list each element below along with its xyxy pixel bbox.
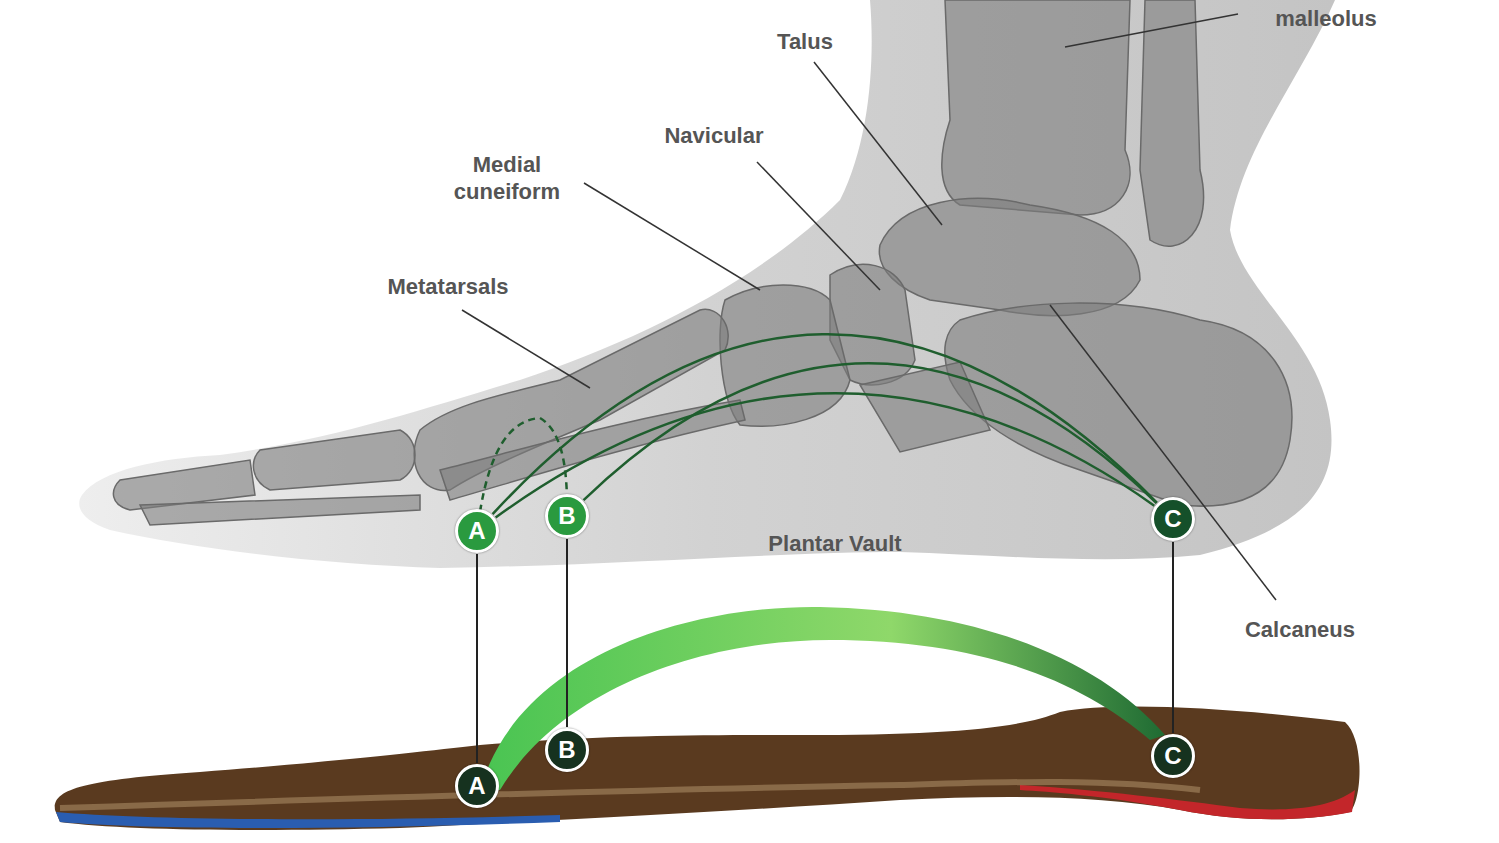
part-label: Plantar Vault (768, 530, 901, 557)
point-letter: A (468, 773, 485, 799)
projection-line (1172, 542, 1174, 733)
part-label: Navicular (664, 122, 763, 149)
foot-bones (113, 0, 1291, 525)
projection-line (476, 554, 478, 763)
arch-line (496, 393, 1155, 517)
part-label: Metatarsals (387, 273, 508, 300)
part-label: Calcaneus (1245, 616, 1355, 643)
part-label: malleolus (1275, 5, 1376, 32)
point-circle: B (545, 728, 589, 772)
part-label: Talus (777, 28, 833, 55)
point-letter: C (1164, 743, 1181, 769)
insole (55, 607, 1360, 830)
foot-skin (79, 0, 1335, 568)
point-circle: A (455, 509, 499, 553)
projection-line (566, 539, 568, 727)
point-letter: B (558, 503, 575, 529)
point-circle: A (455, 764, 499, 808)
leader-lines (462, 14, 1276, 600)
part-label: Medial cuneiform (442, 151, 572, 205)
point-letter: C (1164, 506, 1181, 532)
point-letter: A (468, 518, 485, 544)
arch-line (493, 334, 1157, 514)
point-circle: C (1151, 734, 1195, 778)
point-circle: C (1151, 497, 1195, 541)
point-letter: B (558, 737, 575, 763)
arch-line (584, 363, 1157, 503)
point-circle: B (545, 494, 589, 538)
